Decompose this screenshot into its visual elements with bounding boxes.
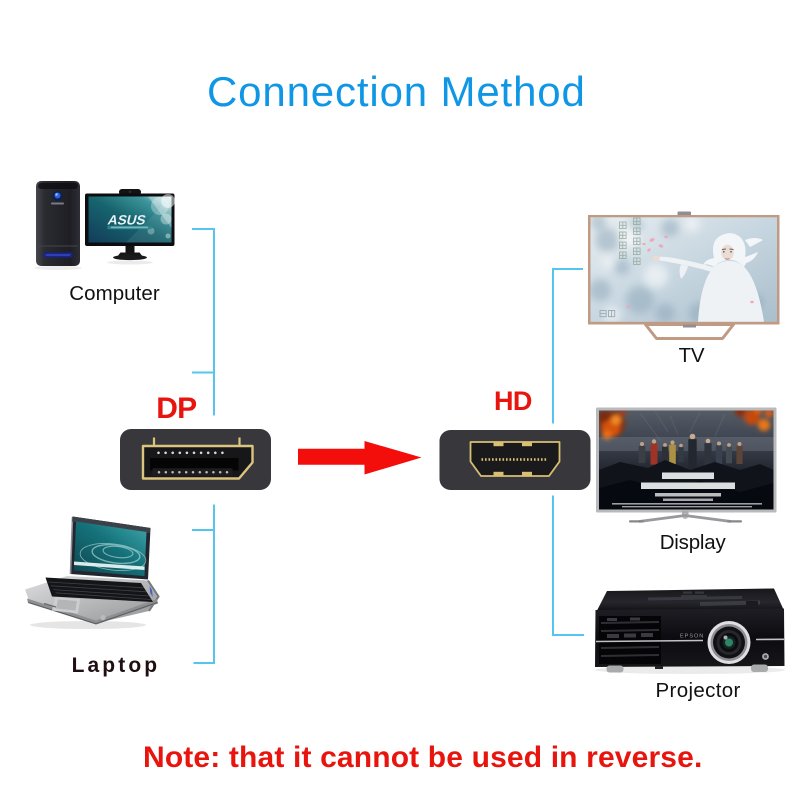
svg-text:ASUS: ASUS — [106, 213, 147, 228]
svg-text:EPSON: EPSON — [680, 634, 704, 640]
